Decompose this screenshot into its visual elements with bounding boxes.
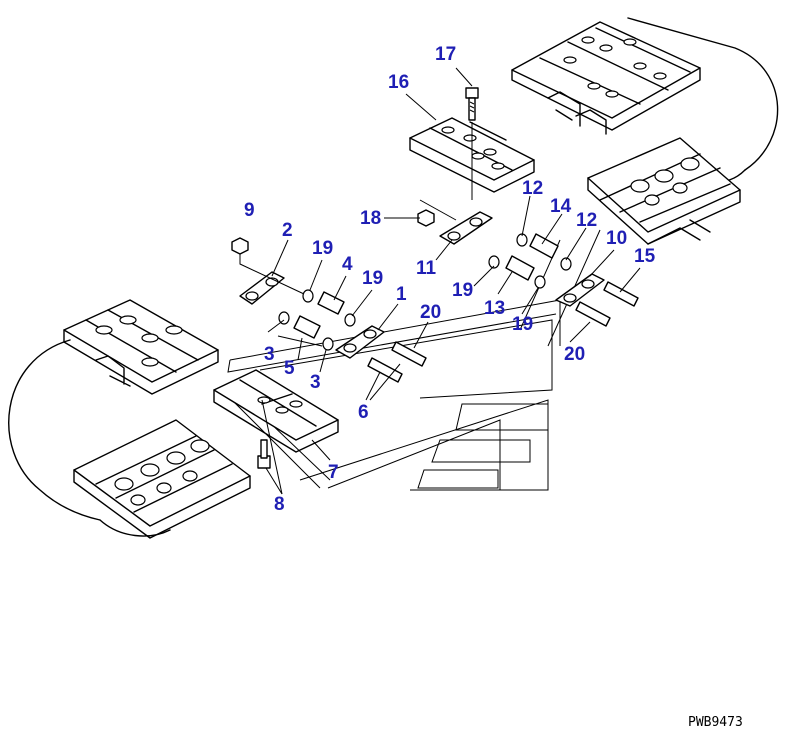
drawing-code: PWB9473 <box>688 715 743 730</box>
part-8-bolt <box>257 439 271 469</box>
seal-parts <box>278 233 572 351</box>
bushing-pin-parts <box>293 233 639 383</box>
callout-13: 13 <box>484 298 505 319</box>
background-plate-outline <box>227 229 601 491</box>
part-17-bolt <box>465 87 479 121</box>
nut-parts <box>231 209 435 255</box>
callout-3-second: 3 <box>310 372 321 393</box>
part-7-shoe <box>213 369 339 453</box>
callout-2: 2 <box>282 220 293 241</box>
callout-11: 11 <box>416 258 437 279</box>
callout-8: 8 <box>274 494 285 515</box>
callout-12: 12 <box>522 178 543 199</box>
callout-labels: 17 16 12 14 12 18 9 2 19 4 19 10 15 11 1… <box>244 44 656 515</box>
callout-17: 17 <box>435 44 456 65</box>
leader-lines <box>239 67 641 495</box>
callout-4: 4 <box>342 254 353 275</box>
callout-14: 14 <box>550 196 572 217</box>
callout-7: 7 <box>328 462 339 483</box>
callout-10: 10 <box>606 228 627 249</box>
callout-3: 3 <box>264 344 275 365</box>
track-chain-right <box>587 137 741 245</box>
callout-12-second: 12 <box>576 210 597 231</box>
callout-19-third: 19 <box>452 280 473 301</box>
callout-6: 6 <box>358 402 369 423</box>
link-parts <box>239 211 605 359</box>
callout-15: 15 <box>634 246 656 267</box>
callout-19-second: 19 <box>362 268 383 289</box>
track-loop-lower <box>8 299 251 539</box>
callout-5: 5 <box>284 358 295 379</box>
callout-19: 19 <box>312 238 333 259</box>
callout-20: 20 <box>420 302 441 323</box>
callout-16: 16 <box>388 72 409 93</box>
callout-9: 9 <box>244 200 255 221</box>
callout-18: 18 <box>360 208 381 229</box>
callout-20-second: 20 <box>564 344 585 365</box>
callout-19-fourth: 19 <box>512 314 533 335</box>
track-loop-upper <box>511 17 779 183</box>
callout-1: 1 <box>396 284 407 305</box>
